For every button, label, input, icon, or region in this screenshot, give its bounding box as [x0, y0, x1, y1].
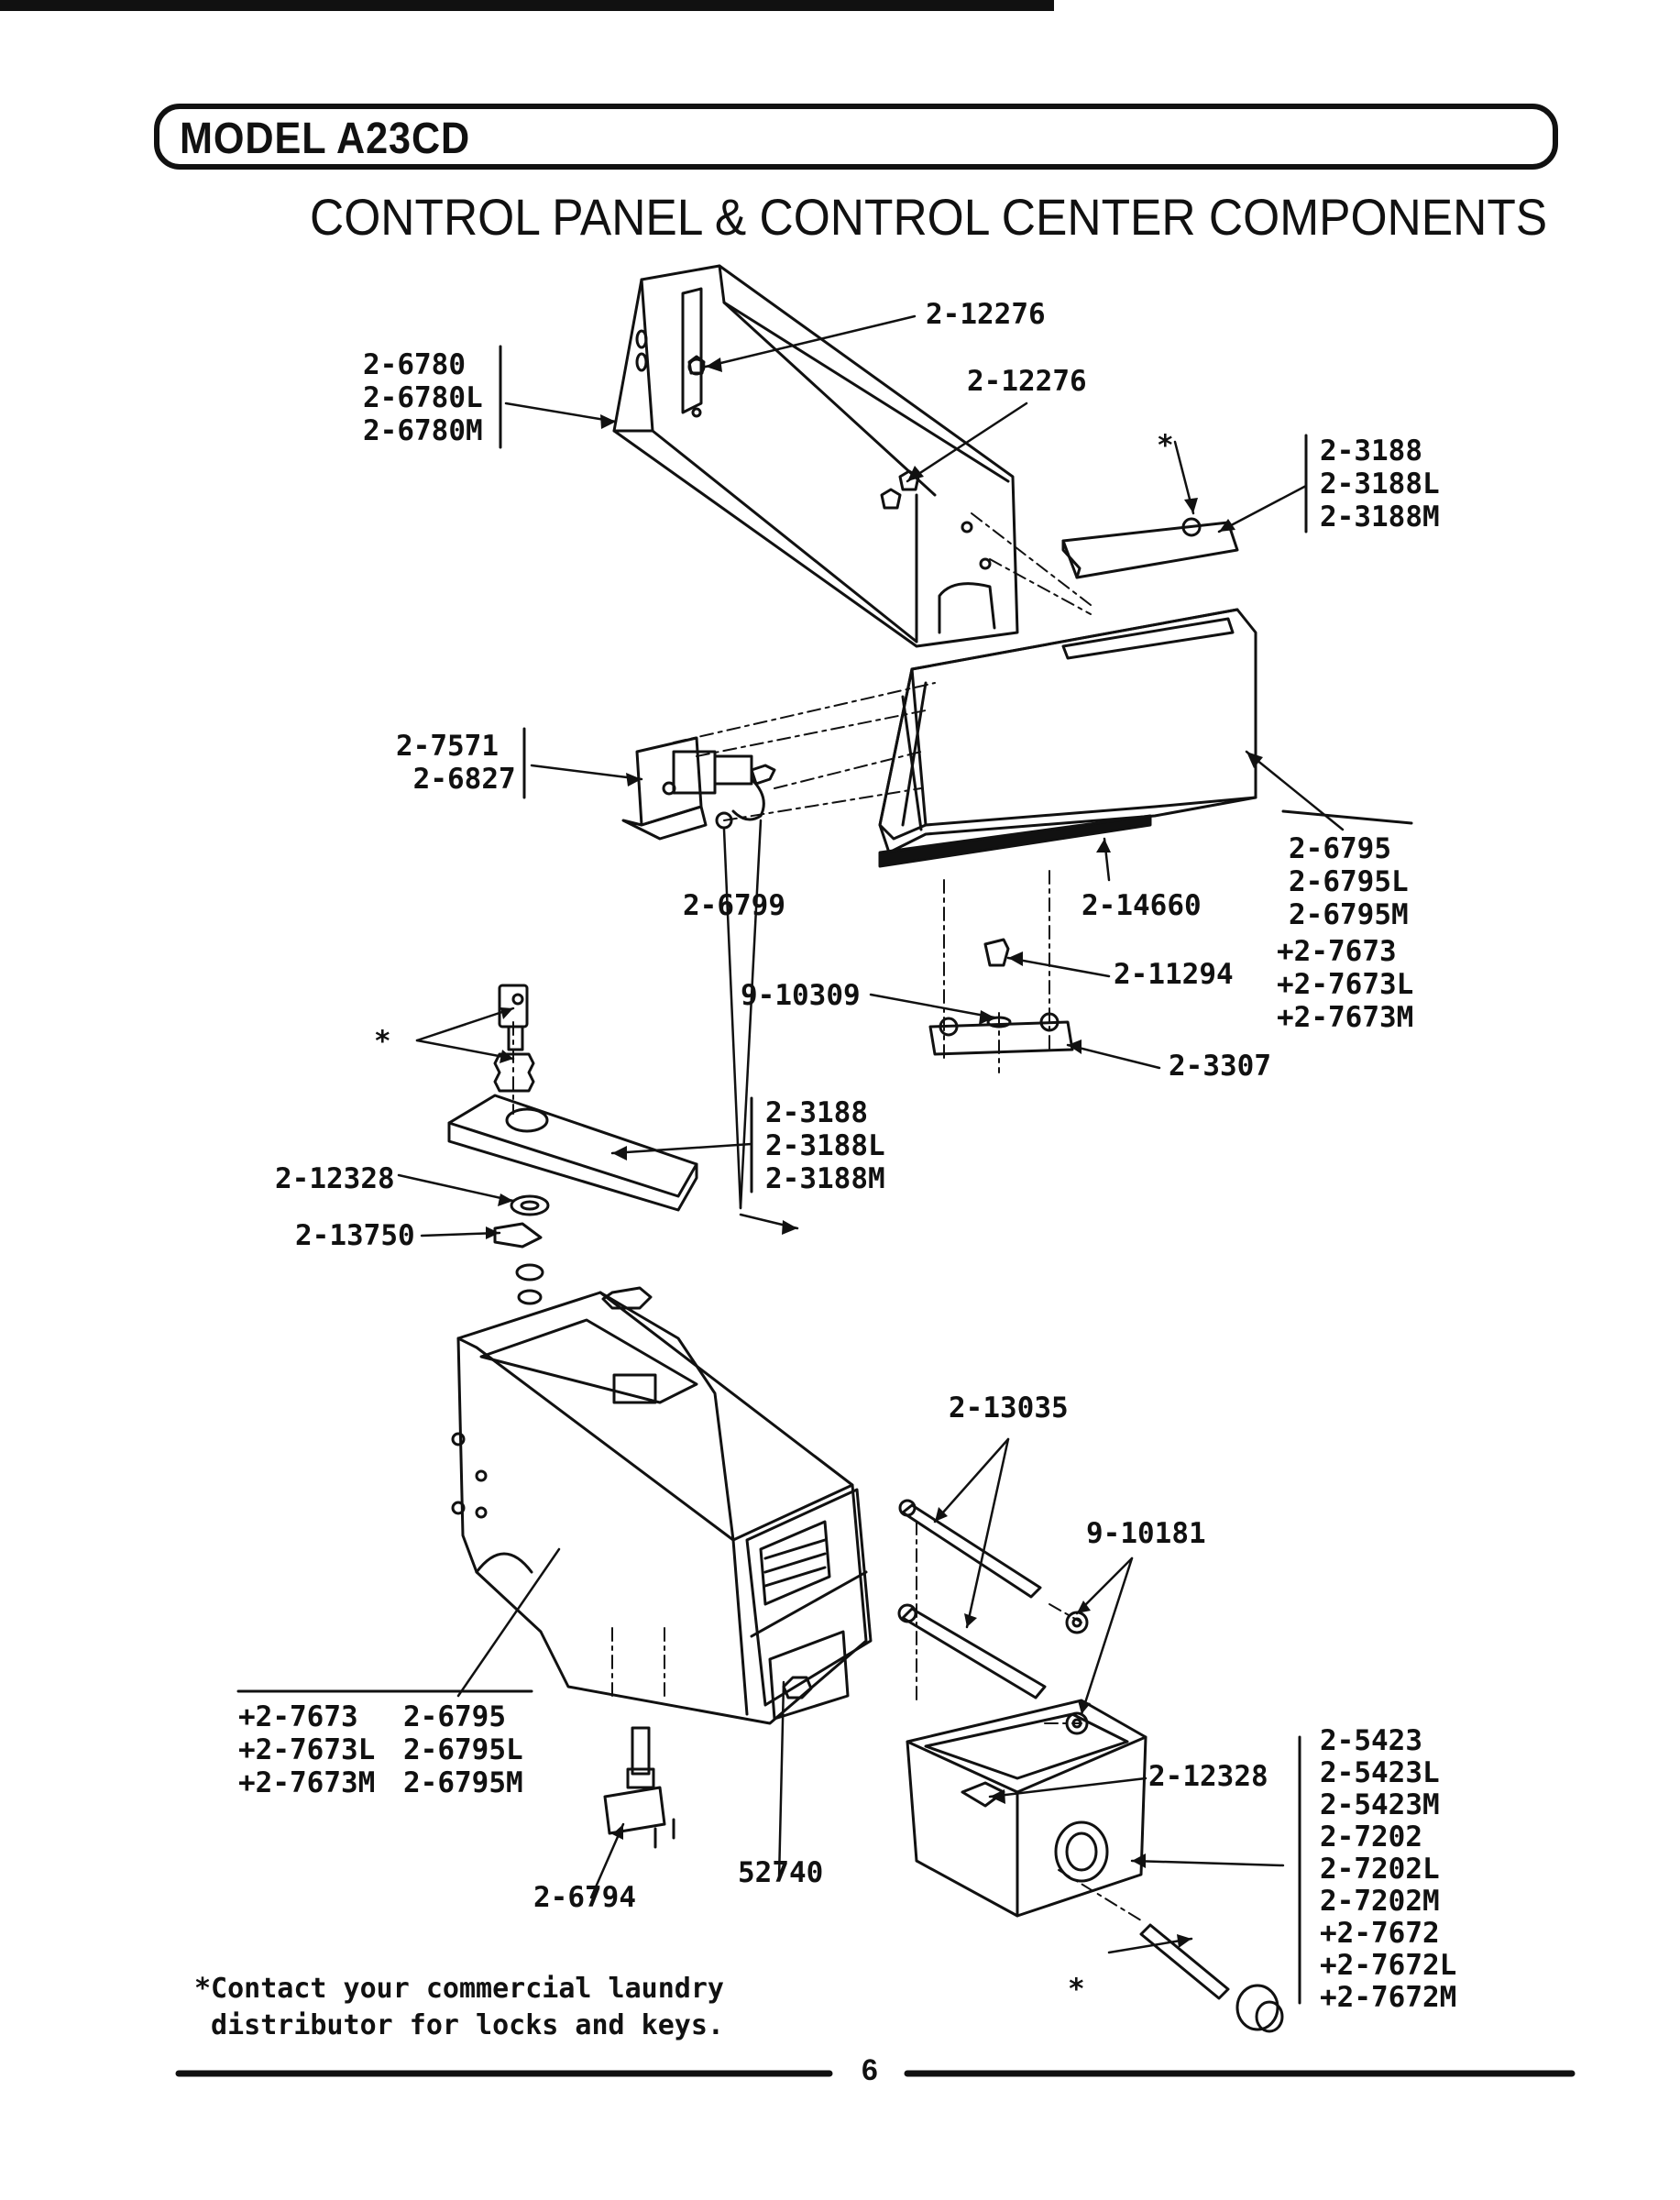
model-title: MODEL A23CD	[180, 115, 471, 163]
callout-2-12276-side: 2-12276	[967, 365, 1087, 398]
callout-2-6795-right-group: 2-6795 2-6795L 2-6795M	[1289, 832, 1409, 931]
panel-screws	[687, 355, 920, 510]
callout-2-12328-right: 2-12328	[1148, 1760, 1268, 1793]
page-title: CONTROL PANEL & CONTROL CENTER COMPONENT…	[310, 188, 1548, 246]
callout-2-13035: 2-13035	[949, 1392, 1069, 1424]
callout-9-10181: 9-10181	[1086, 1517, 1206, 1550]
callout-2-12276-top: 2-12276	[926, 298, 1046, 331]
callout-2-6795-bottom-group: 2-6795 2-6795L 2-6795M	[403, 1700, 523, 1799]
timer-assembly	[621, 736, 776, 841]
callout-2-6780-group: 2-6780 2-6780L 2-6780M	[363, 348, 483, 447]
callout-2-13750: 2-13750	[295, 1219, 415, 1252]
callout-2-7673-right-group: +2-7673 +2-7673L +2-7673M	[1277, 935, 1414, 1034]
lock-and-key	[493, 984, 535, 1093]
callout-2-12328-left: 2-12328	[275, 1162, 395, 1195]
callout-2-3188-top-group: 2-3188 2-3188L 2-3188M	[1320, 434, 1440, 534]
callout-52740: 52740	[738, 1856, 824, 1889]
lock-cylinder-bottom	[1139, 1923, 1284, 2033]
callout-2-3307: 2-3307	[1169, 1050, 1271, 1083]
control-center-housing	[878, 608, 1257, 868]
callout-2-14660: 2-14660	[1082, 889, 1202, 922]
control-panel-console	[612, 264, 1019, 648]
callout-2-11294: 2-11294	[1114, 958, 1234, 991]
access-plate-top	[1061, 517, 1239, 579]
mounting-bracket	[928, 938, 1074, 1056]
control-center-cover	[447, 1094, 698, 1212]
callout-2-5423-group: 2-5423 2-5423L 2-5423M 2-7202 2-7202L 2-…	[1320, 1724, 1457, 2014]
scan-edge-bar	[0, 0, 1054, 11]
callout-asterisk-bottom: *	[1068, 1973, 1085, 2006]
nut-washers	[493, 1194, 653, 1310]
lock-key-footnote: *Contact your commercial laundry distrib…	[194, 1973, 724, 2041]
long-bolts	[897, 1499, 1089, 1735]
callout-2-3188-mid-group: 2-3188 2-3188L 2-3188M	[765, 1096, 885, 1195]
callout-2-6794: 2-6794	[533, 1881, 636, 1914]
arrow-heads	[486, 358, 1263, 1948]
lower-control-cabinet	[451, 1291, 873, 1725]
callout-asterisk-top: *	[1157, 429, 1174, 462]
callout-2-7571-group: 2-7571 2-6827	[396, 730, 516, 796]
page-number: 6	[862, 2053, 878, 2086]
callout-brackets	[236, 345, 1413, 2005]
callout-asterisk-left: *	[374, 1025, 391, 1058]
callout-2-7673-bottom-group: +2-7673 +2-7673L +2-7673M	[238, 1700, 376, 1799]
callout-9-10309: 9-10309	[741, 979, 861, 1012]
model-banner	[154, 104, 1558, 170]
toggle-switch	[603, 1726, 675, 1849]
coin-box-drawer	[906, 1699, 1147, 1918]
callout-2-6799: 2-6799	[683, 889, 785, 922]
